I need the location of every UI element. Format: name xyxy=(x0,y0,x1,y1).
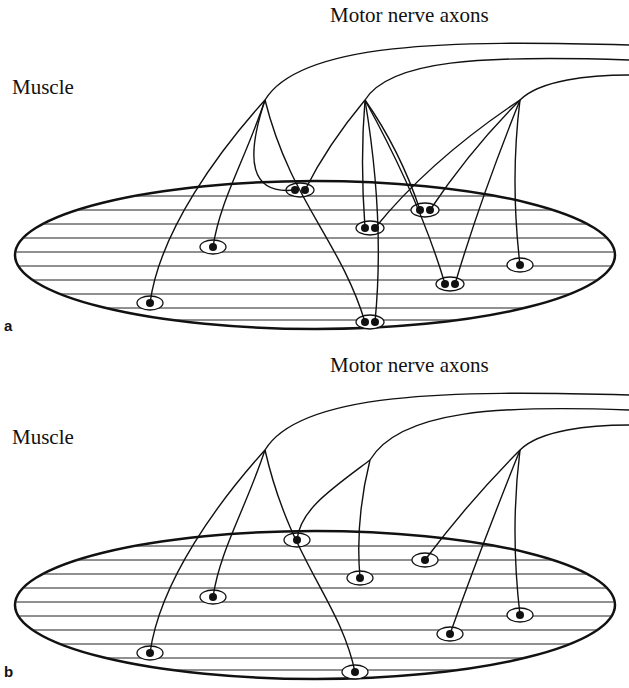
endplates-a xyxy=(137,183,533,329)
terminals-b xyxy=(146,536,524,676)
panel-letter: a xyxy=(4,318,12,335)
muscle-label: Muscle xyxy=(12,426,74,449)
muscle-b xyxy=(0,531,629,679)
muscle-a xyxy=(0,181,629,329)
axons-a xyxy=(150,43,629,322)
axon-heading: Motor nerve axons xyxy=(330,4,489,27)
endplates-b xyxy=(137,533,533,679)
axons-b xyxy=(150,393,629,672)
muscle-label: Muscle xyxy=(12,76,74,99)
axon-heading: Motor nerve axons xyxy=(330,354,489,377)
panel-letter: b xyxy=(4,664,13,681)
terminals-a xyxy=(146,186,524,326)
